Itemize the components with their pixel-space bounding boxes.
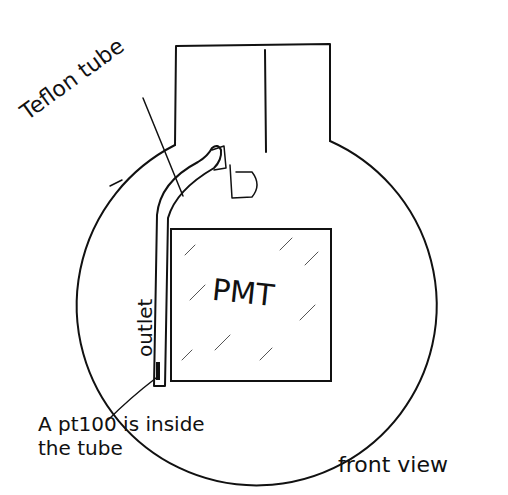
- pt100-sensor: [156, 362, 160, 380]
- pmt-box: PMT: [170, 228, 332, 382]
- neck-divider: [265, 50, 266, 152]
- housing-tick: [110, 180, 122, 186]
- teflon-tube: [154, 146, 221, 386]
- hatching: [182, 238, 318, 360]
- note-text: A pt100 is inside the tube: [38, 412, 206, 460]
- part-label: Teflon tube: [16, 10, 161, 125]
- leader-line: [143, 98, 183, 196]
- view-label: front view: [338, 452, 498, 478]
- tube-fitting: [230, 165, 257, 198]
- neck-outline: [175, 44, 330, 145]
- box-label: PMT: [210, 272, 276, 314]
- tube-top: [212, 146, 226, 170]
- part-label: outlet: [133, 267, 157, 357]
